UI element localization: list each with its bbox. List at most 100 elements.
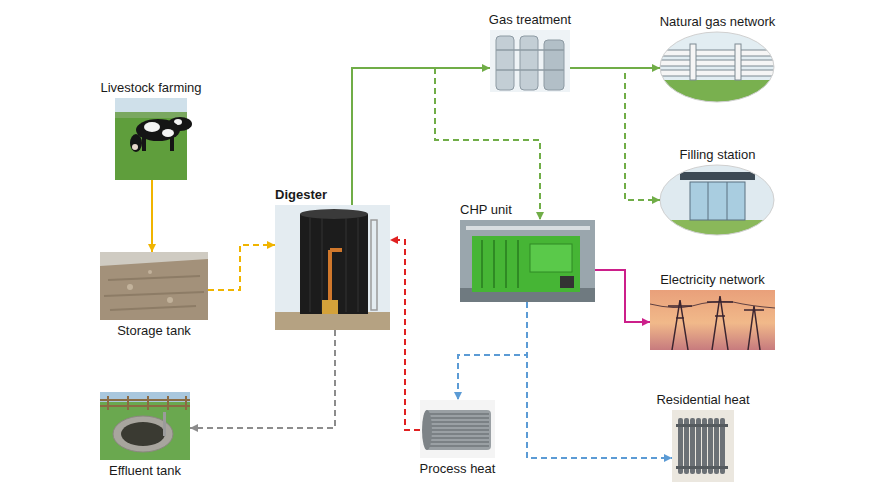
diagram-node: Digester	[275, 205, 390, 330]
storage-tank-picture	[100, 252, 208, 320]
effluent-tank-picture	[100, 392, 190, 460]
diagram-node: CHP unit	[460, 220, 595, 302]
power-lines-picture	[650, 290, 775, 350]
node-label: Digester	[275, 187, 327, 202]
gas-treatment-picture	[496, 36, 514, 90]
digester-picture	[371, 220, 377, 310]
radiator-picture	[676, 424, 728, 427]
chp-unit-picture	[460, 220, 595, 302]
filling-station-picture	[660, 165, 775, 235]
power-lines-picture	[707, 296, 733, 350]
diagram-node: Filling station	[660, 165, 775, 235]
storage-tank-picture	[100, 252, 208, 266]
cows-picture	[170, 137, 174, 151]
flow-arrow	[458, 302, 527, 400]
gas-treatment-picture	[496, 50, 564, 70]
gas-network-picture	[660, 60, 775, 66]
chp-unit-picture	[460, 220, 595, 302]
flow-arrow	[527, 302, 672, 458]
digester-picture	[322, 300, 338, 314]
effluent-tank-picture	[100, 396, 190, 410]
filling-station-picture	[660, 165, 774, 235]
digester-picture	[300, 209, 368, 219]
gas-network-picture	[660, 32, 775, 102]
chp-unit-picture	[560, 276, 574, 288]
flow-arrow	[352, 68, 490, 205]
gas-treatment-picture	[490, 30, 570, 92]
gas-treatment-picture	[520, 36, 538, 90]
digester-picture	[310, 218, 358, 312]
node-label: CHP unit	[460, 202, 512, 217]
storage-tank-picture	[104, 276, 204, 310]
digester-picture	[330, 248, 342, 252]
diagram-node: Process heat	[420, 400, 495, 458]
flow-arrow	[570, 68, 660, 200]
diagram-node: Gas treatment	[490, 30, 570, 92]
diagram-node: Livestock farming	[115, 98, 187, 180]
heat-exchanger-picture	[420, 400, 495, 458]
node-label: Gas treatment	[489, 12, 571, 27]
digester-picture	[275, 205, 390, 330]
gas-network-picture	[735, 44, 741, 80]
filling-station-picture	[680, 172, 755, 180]
storage-tank-picture	[100, 252, 208, 320]
storage-tank-picture	[127, 284, 133, 290]
digester-picture	[328, 250, 332, 300]
diagram-node: Residential heat	[672, 410, 734, 482]
flow-arrow	[190, 330, 335, 428]
cows-picture	[130, 134, 142, 152]
effluent-tank-picture	[163, 412, 166, 436]
gas-network-picture	[660, 32, 774, 102]
storage-tank-picture	[167, 297, 173, 303]
gas-network-picture	[690, 44, 696, 80]
power-lines-picture	[650, 290, 775, 350]
filling-station-picture	[660, 165, 775, 235]
power-lines-picture	[744, 306, 764, 350]
diagram-node: Natural gas network	[660, 32, 775, 102]
filling-station-picture	[708, 182, 727, 220]
gas-network-picture	[660, 32, 775, 102]
cows-picture	[132, 144, 138, 150]
gas-network-picture	[660, 50, 775, 56]
effluent-tank-picture	[121, 422, 165, 446]
radiator-picture	[676, 466, 728, 469]
chp-unit-picture	[472, 236, 580, 292]
cows-picture	[142, 137, 146, 151]
node-label: Process heat	[420, 461, 496, 476]
node-label: Storage tank	[117, 323, 191, 338]
node-label: Residential heat	[656, 392, 749, 407]
filling-station-picture	[660, 165, 775, 235]
cows-picture	[162, 129, 174, 137]
digester-picture	[275, 205, 390, 330]
node-label: Livestock farming	[100, 80, 201, 95]
heat-exchanger-picture	[422, 410, 432, 450]
node-label: Filling station	[680, 147, 756, 162]
flow-arrow	[390, 240, 420, 430]
cows-picture	[115, 118, 187, 180]
digester-picture	[275, 312, 390, 330]
gas-network-picture	[660, 70, 775, 76]
flow-arrow	[208, 245, 275, 290]
heat-exchanger-picture	[427, 414, 489, 446]
flow-arrow	[151, 180, 153, 252]
filling-station-picture	[690, 182, 745, 220]
flow-arrow	[595, 270, 650, 322]
gas-treatment-picture	[544, 40, 564, 90]
chp-unit-picture	[466, 226, 590, 230]
filling-station-picture	[660, 220, 775, 235]
heat-exchanger-picture	[425, 410, 491, 450]
node-label: Effluent tank	[109, 463, 181, 478]
chp-unit-picture	[530, 244, 572, 272]
radiator-picture	[672, 410, 734, 482]
flow-arrow	[352, 68, 540, 220]
chp-unit-picture	[482, 240, 518, 288]
digester-picture	[300, 214, 368, 314]
radiator-picture	[672, 410, 734, 482]
node-label: Electricity network	[660, 272, 765, 287]
effluent-tank-picture	[100, 392, 190, 460]
gas-network-picture	[660, 32, 775, 102]
power-lines-picture	[650, 302, 775, 309]
